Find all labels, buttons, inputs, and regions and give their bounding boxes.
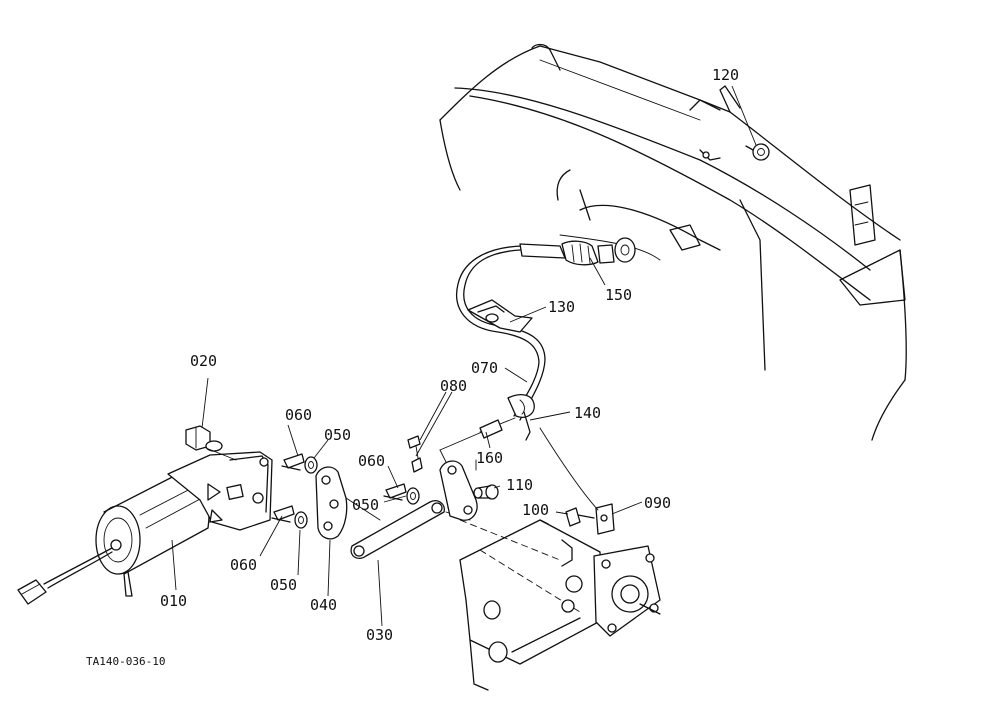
pin-washer-group-left [271, 453, 318, 529]
actuator-010 [17, 451, 273, 605]
label-060-top: 060 [285, 406, 312, 424]
label-150: 150 [605, 286, 632, 304]
label-130: 130 [548, 298, 575, 316]
cable-clamp-130 [467, 299, 533, 333]
injection-pump-block [459, 427, 661, 691]
label-050-center: 050 [352, 496, 379, 514]
label-050-bottom: 050 [270, 576, 297, 594]
dashboard-panel [439, 43, 907, 441]
bolt-020 [185, 425, 237, 461]
drawing-code: TA140-036-10 [86, 655, 165, 668]
label-100: 100 [522, 501, 549, 519]
governor-lever [439, 449, 478, 521]
label-010: 010 [160, 592, 187, 610]
label-030: 030 [366, 626, 393, 644]
label-070: 070 [471, 359, 498, 377]
bolt-120 [745, 143, 770, 161]
pin-washer-group-center [383, 483, 420, 505]
label-050-top: 050 [324, 426, 351, 444]
label-090: 090 [644, 494, 671, 512]
label-060-bottom: 060 [230, 556, 257, 574]
label-020: 020 [190, 352, 217, 370]
part-number-labels: 120 130 150 070 140 080 160 110 090 100 … [86, 66, 739, 668]
label-040: 040 [310, 596, 337, 614]
lever-040 [315, 466, 381, 540]
label-060-center: 060 [358, 452, 385, 470]
label-080: 080 [440, 377, 467, 395]
cable-clip-140 [507, 393, 535, 441]
link-rod-030 [350, 500, 471, 560]
throttle-cable-070 [439, 237, 636, 451]
screw-080 [407, 435, 423, 473]
label-110: 110 [506, 476, 533, 494]
leader-lines [171, 85, 757, 627]
label-120: 120 [712, 66, 739, 84]
label-160: 160 [476, 449, 503, 467]
label-140: 140 [574, 404, 601, 422]
pin-110 [473, 484, 499, 500]
